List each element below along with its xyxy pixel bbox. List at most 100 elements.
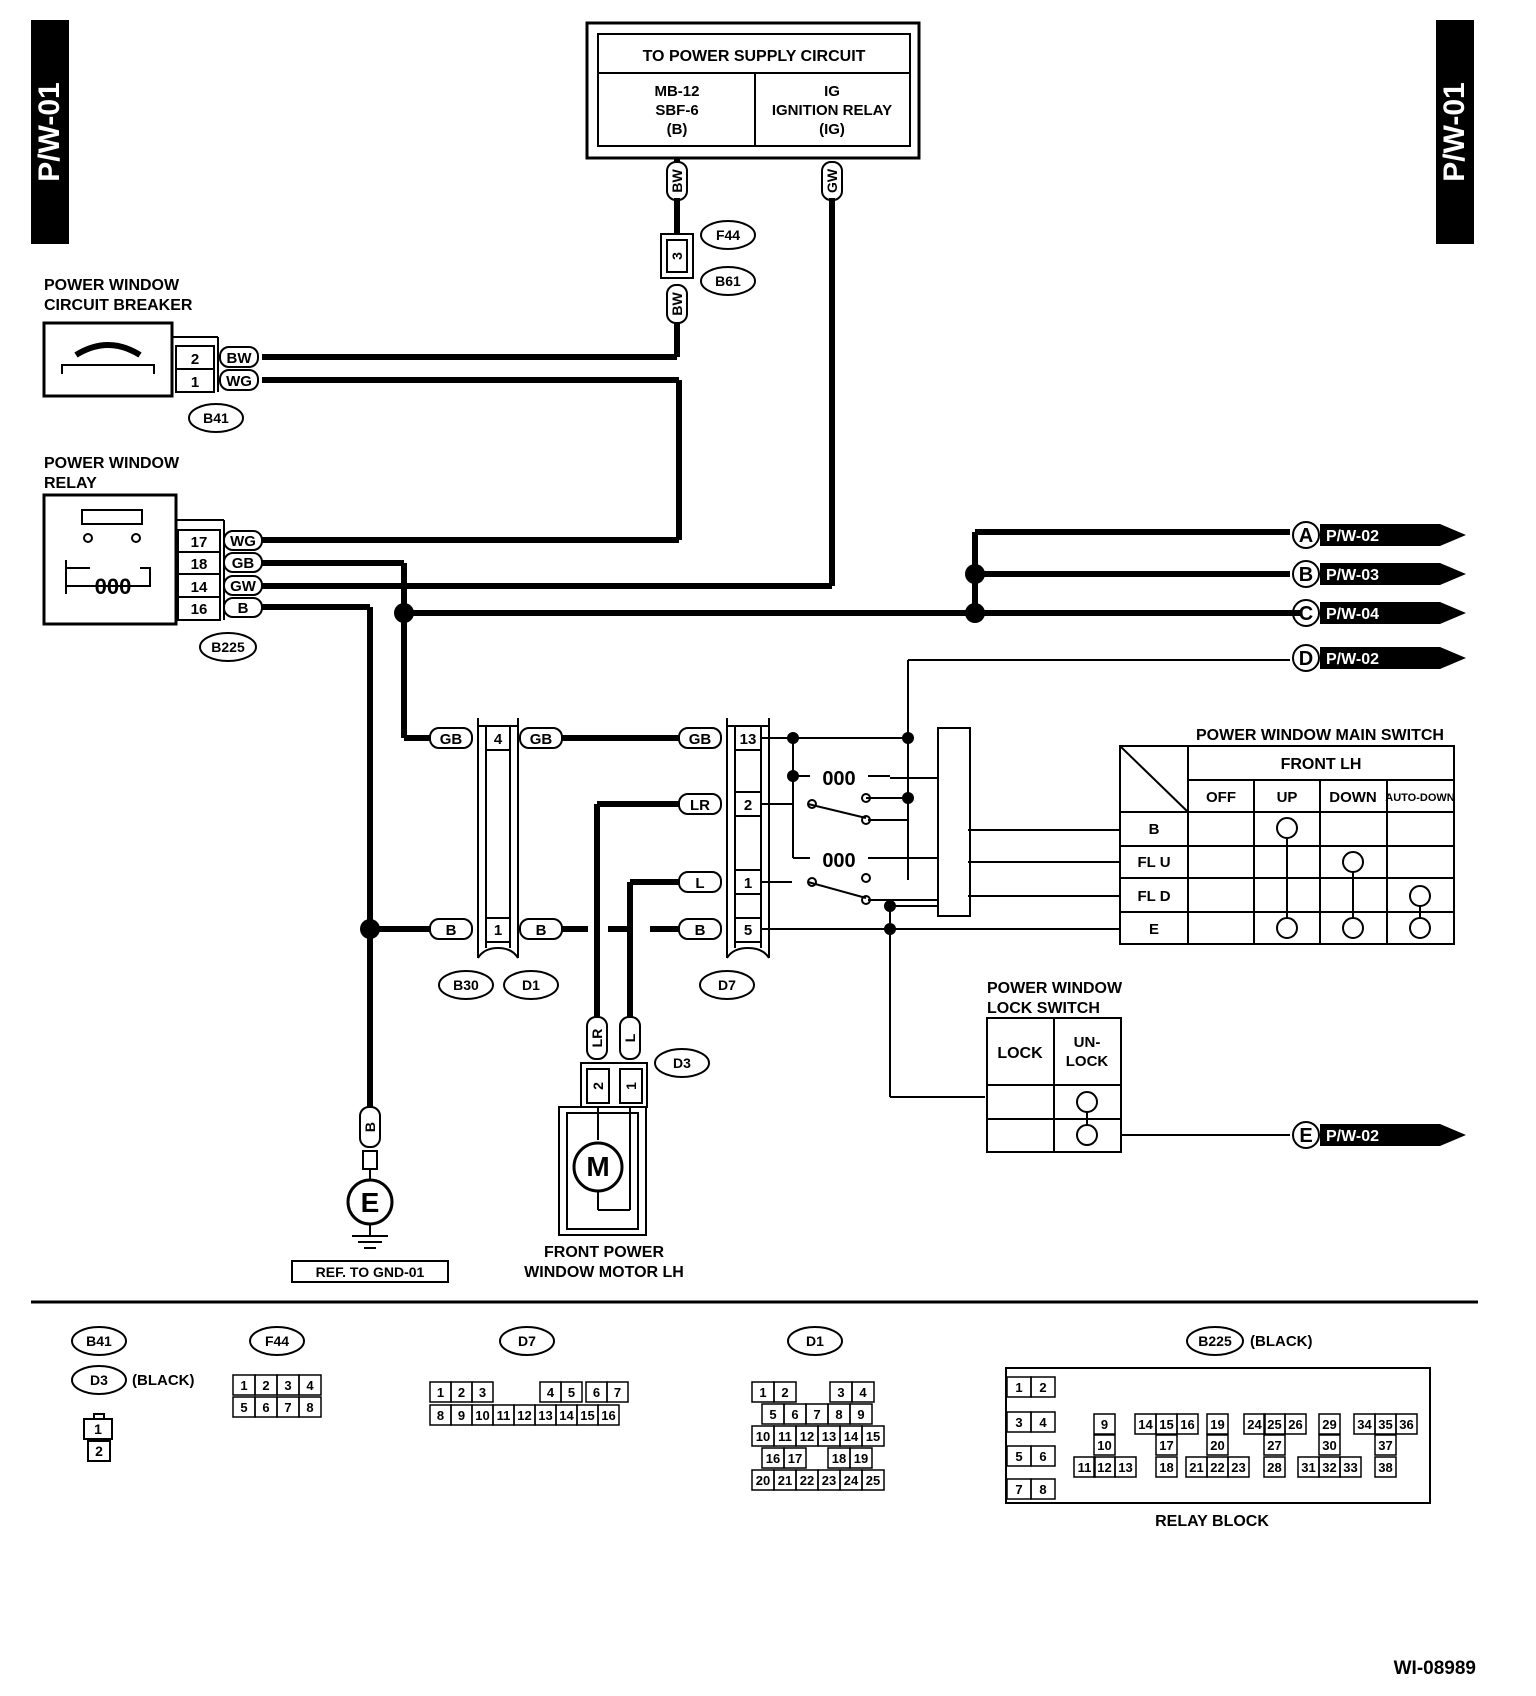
legend-d3-note: (BLACK)	[132, 1372, 194, 1389]
d7-pin-1: 1	[744, 875, 752, 892]
d7-pin: 11	[497, 1408, 511, 1423]
output-letter-e: E	[1299, 1125, 1312, 1147]
d7-pin-13: 13	[740, 731, 757, 748]
output-ref-b: P/W-03	[1326, 567, 1379, 584]
window-motor	[558, 1016, 710, 1236]
b225-cell	[1284, 1413, 1307, 1435]
b225-pin-17: 17	[191, 534, 208, 551]
motor-label-1: FRONT POWER	[544, 1244, 664, 1261]
b225-cell	[1374, 1434, 1397, 1456]
power-supply-right-2: IGNITION RELAY	[772, 102, 892, 119]
d7-pin: 4	[547, 1385, 555, 1400]
f44-pin: 3	[284, 1378, 291, 1393]
main-switch-table	[1119, 745, 1455, 945]
d7-pin: 10	[475, 1408, 489, 1423]
power-supply-right-3: (IG)	[819, 121, 845, 138]
d7-pin: 16	[601, 1408, 615, 1423]
d7-pin-2: 2	[744, 797, 752, 814]
b225-pin: 26	[1288, 1417, 1302, 1432]
legend-d3-pin-2: 2	[95, 1443, 103, 1459]
b41-pin-1: 1	[191, 374, 199, 391]
d1-pin: 7	[813, 1407, 820, 1422]
b225-pin: 15	[1159, 1417, 1173, 1432]
wire-wg-breaker: WG	[226, 373, 252, 390]
unlock-col-1: UN-	[1074, 1034, 1101, 1051]
b225-pin: 31	[1301, 1460, 1315, 1475]
b225-pin-14: 14	[191, 579, 208, 596]
d1-pin: 20	[756, 1473, 770, 1488]
ground-e-symbol: E	[361, 1187, 380, 1218]
wire-l-motor: L	[622, 1033, 638, 1042]
f44-pin: 5	[240, 1400, 247, 1415]
d1-label: D1	[522, 977, 540, 993]
d7-pin: 15	[580, 1408, 594, 1423]
b225-cell	[1263, 1456, 1286, 1478]
output-ref-e: P/W-02	[1326, 1128, 1379, 1145]
figure-id: WI-08989	[1393, 1658, 1476, 1679]
d1-pin: 22	[800, 1473, 814, 1488]
b225-pin: 10	[1097, 1438, 1111, 1453]
output-letter-a: A	[1299, 525, 1313, 547]
d1-pin: 24	[844, 1473, 859, 1488]
b30-pin-1: 1	[494, 922, 502, 939]
legend-f44-label: F44	[265, 1333, 289, 1349]
wire-b-mid-left: B	[446, 922, 457, 939]
b30-pin-4: 4	[494, 731, 503, 748]
b225-cell	[1395, 1413, 1418, 1435]
legend-d7-oval	[499, 1326, 555, 1356]
d1-pin: 1	[759, 1385, 766, 1400]
d1-pin: 5	[769, 1407, 776, 1422]
b225-cell	[1206, 1413, 1229, 1435]
wire-gb-mid-right: GB	[530, 731, 553, 748]
d1-pin: 21	[778, 1473, 792, 1488]
power-supply-right-1: IG	[824, 83, 840, 100]
f44-pin: 4	[306, 1378, 314, 1393]
breaker-label-2: CIRCUIT BREAKER	[44, 297, 193, 314]
f44-pin: 6	[262, 1400, 269, 1415]
b225-pin: 25	[1267, 1417, 1281, 1432]
d7-cell	[597, 1404, 620, 1426]
output-letter-d: D	[1299, 648, 1313, 670]
b41-label: B41	[203, 410, 229, 426]
d7-pin: 2	[458, 1385, 465, 1400]
b225-pin: 28	[1267, 1460, 1281, 1475]
wire-b-ground: B	[362, 1122, 378, 1132]
d1-pin: 18	[832, 1451, 846, 1466]
f44-pin: 2	[262, 1378, 269, 1393]
output-ref-d: P/W-02	[1326, 651, 1379, 668]
f44-pin: 1	[240, 1378, 247, 1393]
page-tab-right: P/W-01	[1436, 20, 1474, 244]
b41-oval	[188, 403, 244, 433]
b225-cell	[1030, 1376, 1056, 1398]
b225-cell	[1030, 1411, 1056, 1433]
d1-cell	[861, 1425, 885, 1447]
col-off: OFF	[1206, 789, 1236, 806]
b225-pin: 18	[1159, 1460, 1173, 1475]
output-ref-c: P/W-04	[1326, 606, 1379, 623]
wire-lr-motor: LR	[589, 1029, 605, 1048]
d7-pin: 5	[568, 1385, 575, 1400]
b225-cell	[1155, 1456, 1178, 1478]
relay-block-label: RELAY BLOCK	[1155, 1513, 1269, 1530]
d7-pin: 12	[517, 1408, 531, 1423]
b225-pin: 30	[1322, 1438, 1336, 1453]
b225-pin: 8	[1039, 1482, 1046, 1497]
d1-cell	[783, 1447, 807, 1469]
legend-b225-label: B225	[1198, 1333, 1232, 1349]
b225-pin: 11	[1078, 1460, 1092, 1475]
circuit-breaker	[42, 321, 259, 398]
b225-pin: 37	[1378, 1438, 1392, 1453]
d1-pin: 23	[822, 1473, 836, 1488]
wire-gb-d7: GB	[689, 731, 712, 748]
b225-pin: 23	[1231, 1460, 1245, 1475]
f44-b61-joint	[660, 161, 843, 324]
b225-pin: 35	[1378, 1417, 1392, 1432]
d7-pin: 7	[614, 1385, 621, 1400]
b225-pin: 32	[1322, 1460, 1336, 1475]
b225-pin: 1	[1015, 1380, 1022, 1395]
lock-switch-title-2: LOCK SWITCH	[987, 1000, 1100, 1017]
b225-cell	[1318, 1434, 1341, 1456]
ground-symbol	[291, 1106, 449, 1283]
b61-label: B61	[715, 273, 741, 289]
wire-gb-relay: GB	[232, 555, 255, 572]
